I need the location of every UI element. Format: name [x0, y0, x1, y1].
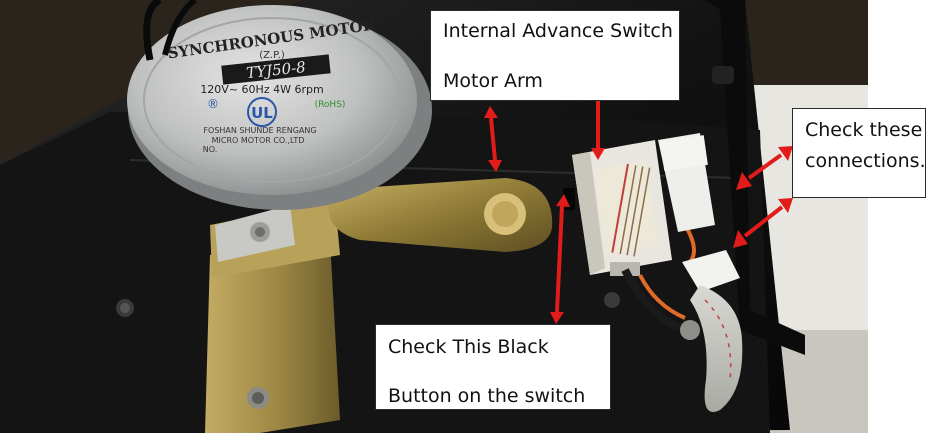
motor-rating-text: 120V~ 60Hz 4W 6rpm: [200, 83, 323, 96]
white-connector-small: [682, 250, 740, 292]
arrow-motor-arm: [489, 117, 497, 161]
arrow-connection-lower: [743, 205, 784, 238]
motor-maker-line2: MICRO MOTOR CO.,LTD: [212, 136, 305, 145]
callout-motor-arm-label: Motor Arm: [443, 70, 543, 92]
arrow-connection-upper: [747, 153, 783, 180]
braided-cable: [690, 285, 743, 412]
motor-zp-text: (Z.P.): [259, 50, 285, 61]
svg-text:UL: UL: [251, 104, 273, 122]
callout-black-button: Check This Black Button on the switch: [375, 324, 611, 410]
right-side-bracket: [705, 0, 805, 355]
bracket-screw: [712, 66, 734, 84]
callout-black-button-line1: Check This Black: [388, 336, 549, 358]
callout-switch-and-arm: Internal Advance Switch Motor Arm: [430, 10, 680, 101]
orange-wire: [638, 274, 686, 320]
callout-connections-line2: connections.: [805, 150, 926, 172]
callout-connections: Check these connections.: [792, 108, 926, 198]
callout-advance-switch-label: Internal Advance Switch: [443, 20, 673, 42]
motor-housing-face: [127, 5, 417, 195]
cable-clamp-screw: [680, 320, 700, 340]
motor-lead-wire: [143, 0, 162, 61]
motor-maker-line3: NO.: [203, 145, 218, 154]
switch-terminal: [610, 262, 640, 276]
brass-support-bracket: [205, 240, 340, 433]
motor-rohs-text: (RoHS): [315, 100, 346, 110]
switch-label-sticker: [593, 161, 659, 254]
callout-black-button-line2: Button on the switch: [388, 385, 586, 407]
motor-maker-line1: FOSHAN SHUNDE RENGANG: [203, 126, 316, 135]
switch-sticker-print: [611, 163, 651, 257]
callout-connections-line1: Check these: [805, 119, 923, 141]
motor-model-plate: [221, 54, 331, 85]
plate-screw-center: [604, 292, 620, 308]
registered-mark-icon: ®: [207, 97, 219, 111]
arrow-black-button: [555, 205, 564, 313]
ul-logo-icon: [247, 97, 277, 127]
